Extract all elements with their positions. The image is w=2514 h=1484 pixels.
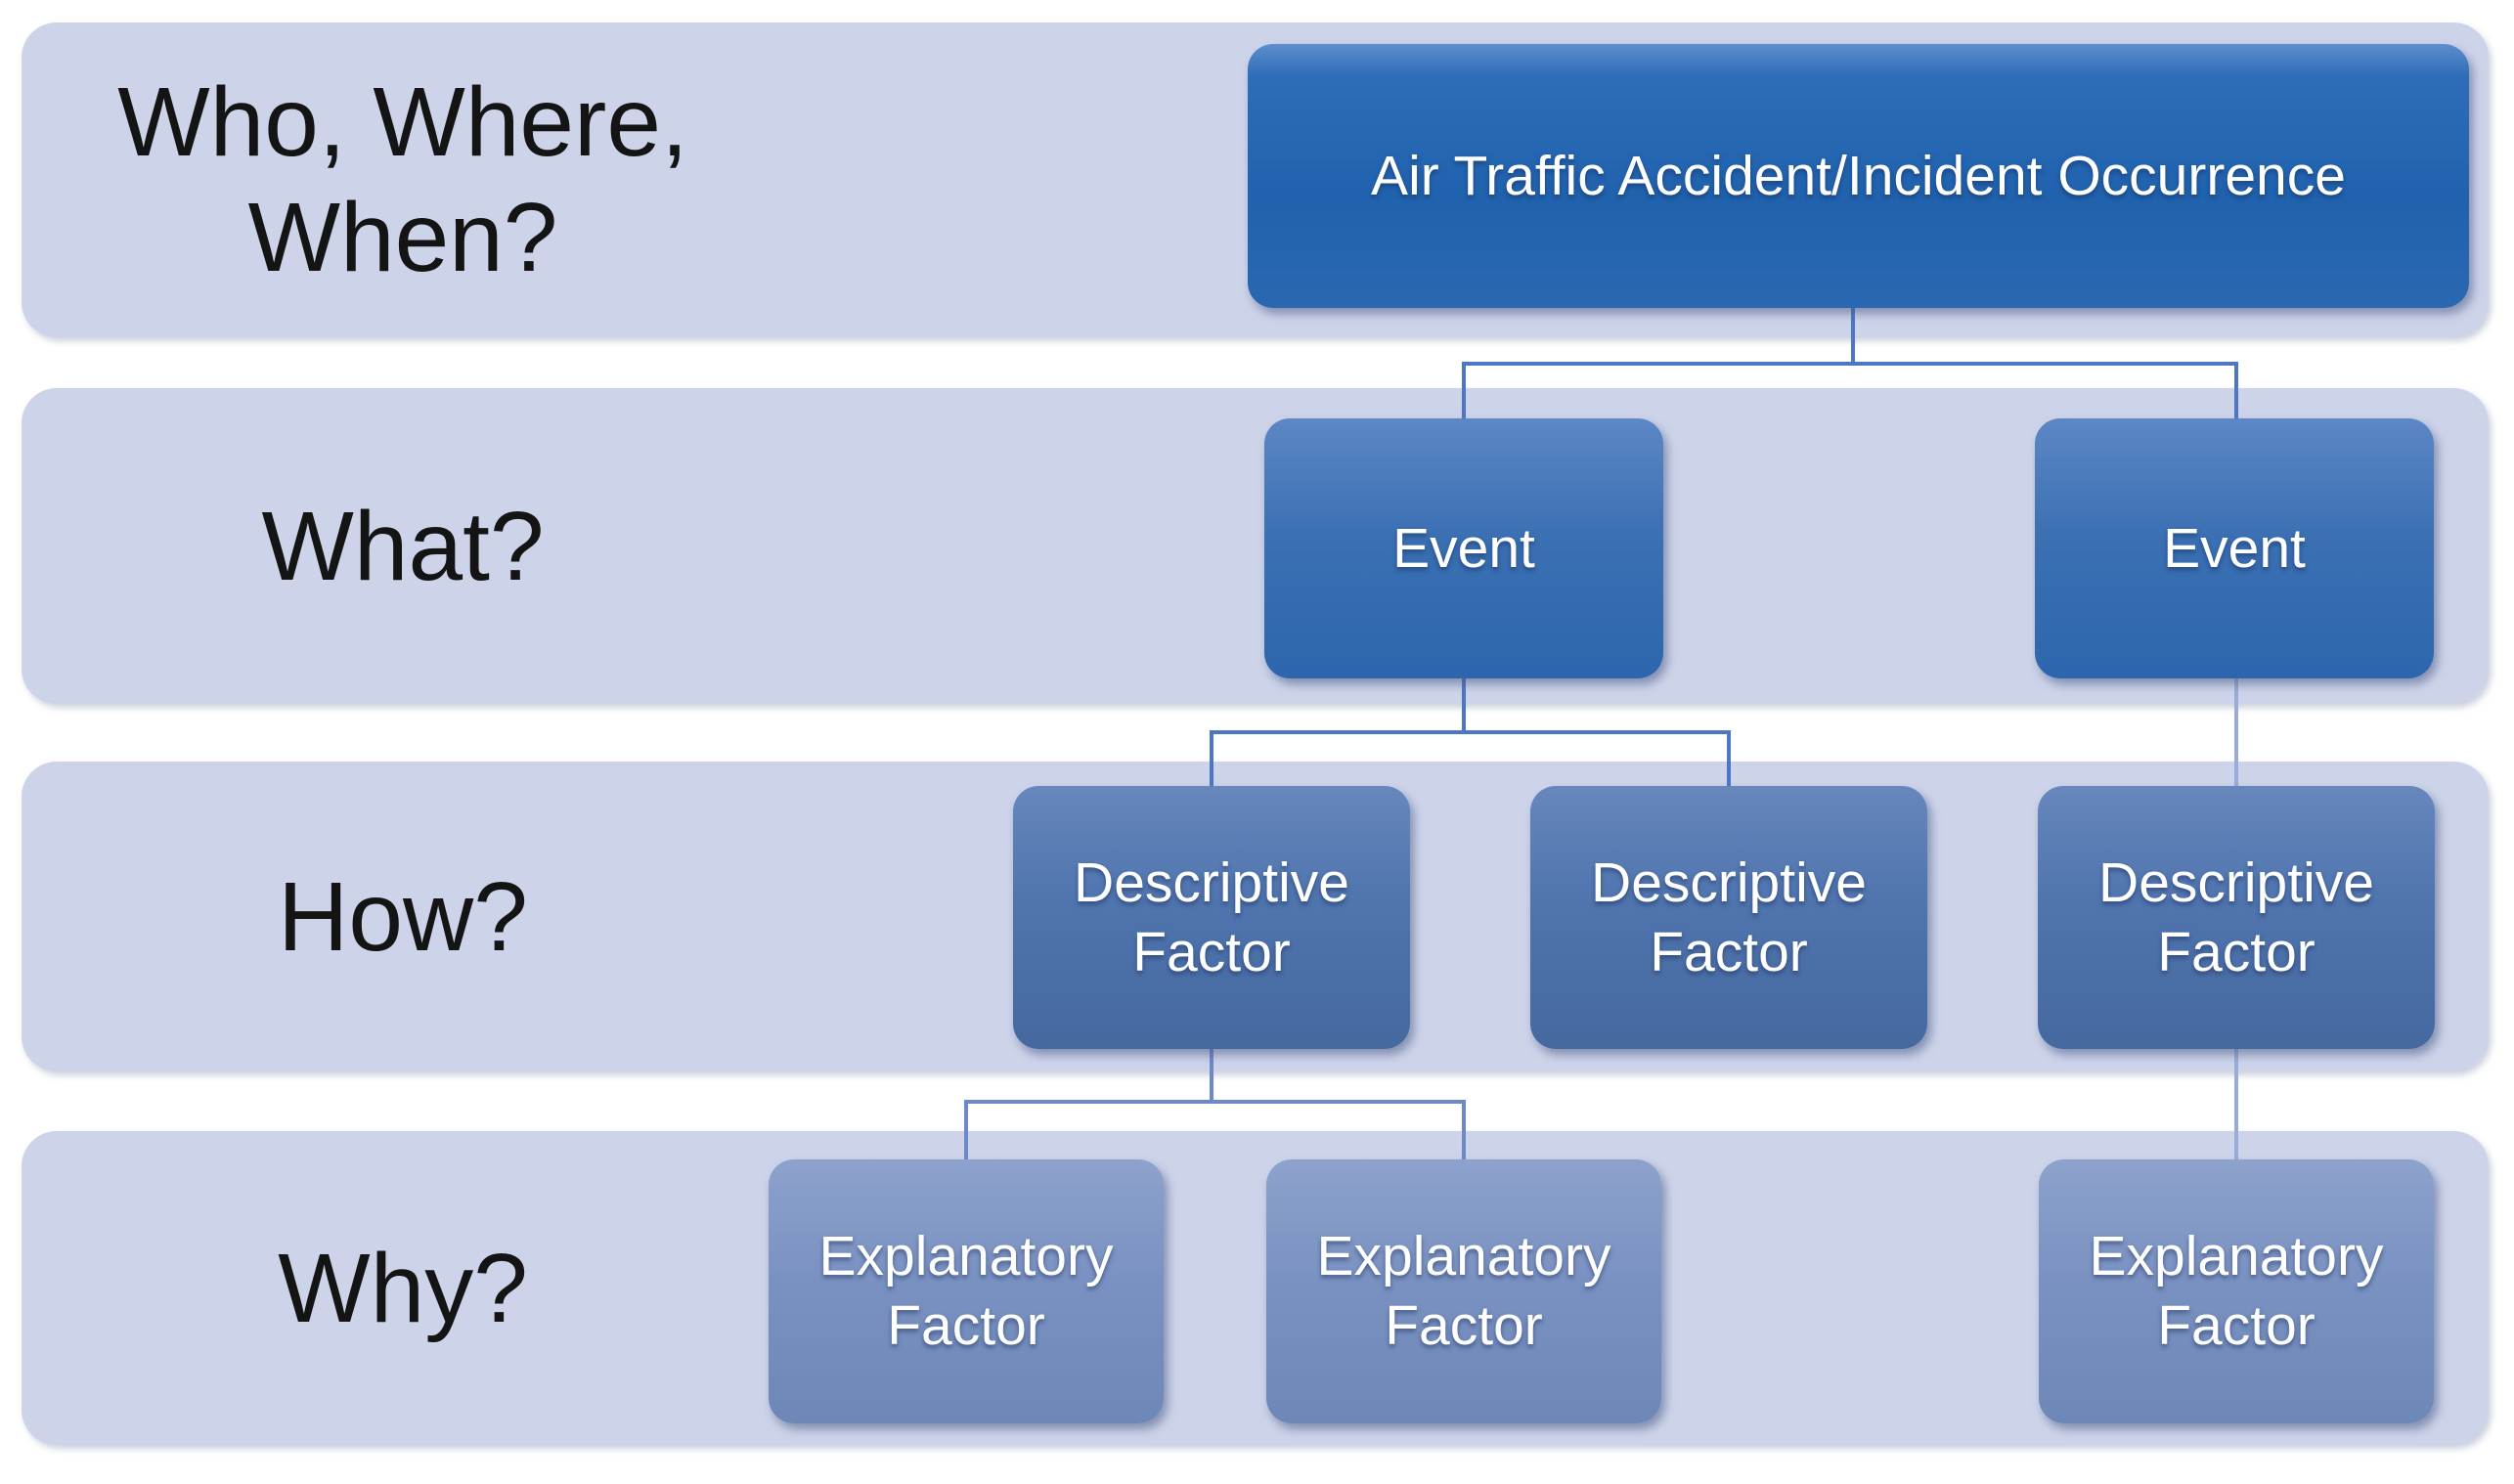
connector-descriptive2-drop xyxy=(1727,730,1731,788)
node-descriptive-factor-3: Descriptive Factor xyxy=(2038,786,2435,1049)
connector-root-stem xyxy=(1851,308,1855,366)
connector-explanatory2-drop xyxy=(1462,1100,1466,1161)
node-descriptive-factor-2-label: Descriptive Factor xyxy=(1591,851,1867,983)
node-descriptive-factor-3-label: Descriptive Factor xyxy=(2098,851,2374,983)
node-root-occurrence: Air Traffic Accident/Incident Occurrence xyxy=(1248,44,2469,308)
connector-explanatory1-drop xyxy=(964,1100,968,1161)
row-question-who-where-when: Who, Where, When? xyxy=(117,67,688,292)
node-event-2-label: Event xyxy=(2163,516,2306,580)
connector-event1-stem xyxy=(1462,677,1466,734)
node-explanatory-factor-2-label: Explanatory Factor xyxy=(1316,1225,1611,1357)
connector-descriptive1-stem xyxy=(1210,1047,1213,1104)
node-event-2: Event xyxy=(2035,418,2434,678)
node-explanatory-factor-3: Explanatory Factor xyxy=(2039,1159,2434,1423)
row-question-what: What? xyxy=(261,491,545,601)
node-root-occurrence-label: Air Traffic Accident/Incident Occurrence xyxy=(1371,144,2346,207)
connector-events-horizontal xyxy=(1462,362,2238,366)
connector-event2-drop xyxy=(2234,362,2238,420)
row-question-how: How? xyxy=(278,861,528,972)
node-descriptive-factor-2: Descriptive Factor xyxy=(1530,786,1927,1049)
node-event-1: Event xyxy=(1264,418,1663,678)
row-question-why: Why? xyxy=(278,1233,528,1343)
connector-event1-drop xyxy=(1462,362,1466,420)
connector-explanatory-horizontal xyxy=(964,1100,1466,1104)
node-explanatory-factor-1: Explanatory Factor xyxy=(769,1159,1164,1423)
connector-descriptive-horizontal xyxy=(1210,730,1731,734)
node-explanatory-factor-2: Explanatory Factor xyxy=(1266,1159,1661,1423)
node-explanatory-factor-3-label: Explanatory Factor xyxy=(2089,1225,2384,1357)
node-explanatory-factor-1-label: Explanatory Factor xyxy=(818,1225,1114,1357)
node-descriptive-factor-1: Descriptive Factor xyxy=(1013,786,1410,1049)
node-event-1-label: Event xyxy=(1392,516,1535,580)
connector-event2-descriptive3 xyxy=(2234,677,2238,788)
connector-descriptive3-explanatory3 xyxy=(2234,1047,2238,1161)
connector-descriptive1-drop xyxy=(1210,730,1213,788)
node-descriptive-factor-1-label: Descriptive Factor xyxy=(1074,851,1349,983)
